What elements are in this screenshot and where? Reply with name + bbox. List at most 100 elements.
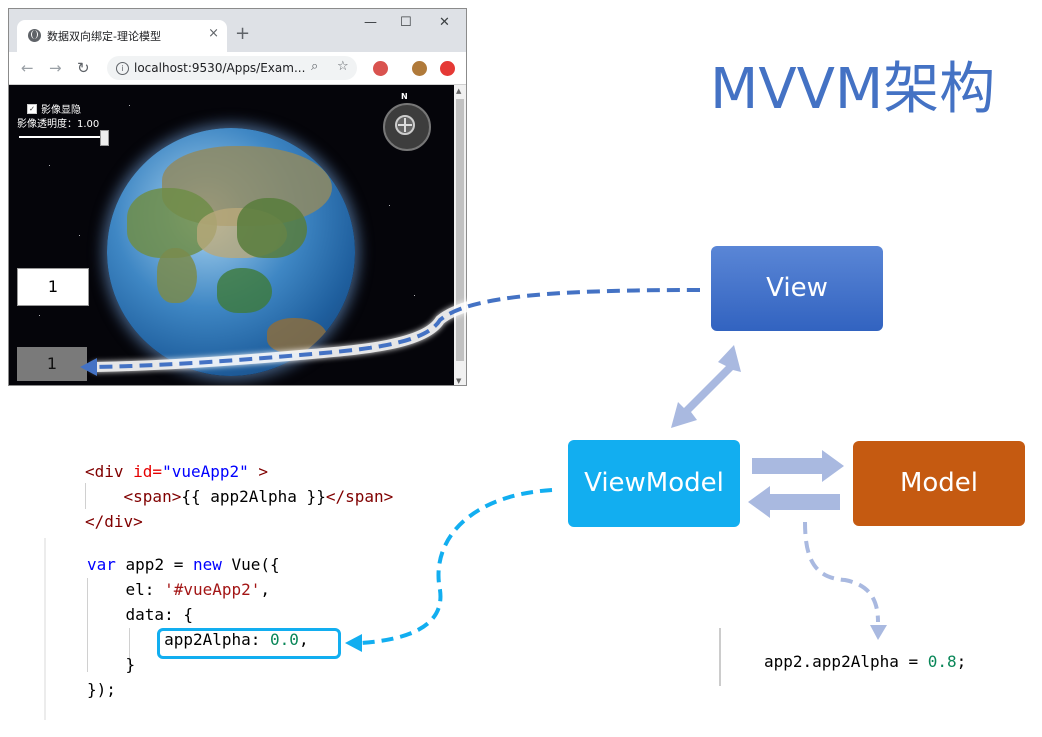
code-token: 0.0	[270, 630, 299, 649]
alpha-input[interactable]: 1	[17, 268, 89, 306]
back-arrow-icon[interactable]: ←	[21, 59, 34, 77]
viewmodel-node: ViewModel	[568, 440, 740, 527]
continent	[217, 268, 272, 313]
diagram-title: MVVM架构	[710, 57, 996, 122]
url-text: localhost:9530/Apps/Exam...	[134, 61, 306, 75]
code-token: ,	[260, 580, 271, 599]
continent	[157, 248, 197, 303]
bookmark-star-icon[interactable]: ☆	[337, 59, 349, 74]
code-token: </span>	[325, 487, 394, 506]
browser-tab[interactable]: 数据双向绑定-理论模型 ×	[17, 20, 227, 52]
model-to-viewmodel-arrow	[748, 486, 840, 518]
compass-north-label: N	[401, 92, 408, 101]
code-token: 0.8	[927, 652, 957, 671]
code-token: var	[87, 555, 116, 574]
close-window-button[interactable]: ✕	[439, 15, 450, 30]
indent-guide	[129, 628, 130, 672]
code-token: Vue({	[221, 555, 280, 574]
globe-icon	[28, 29, 41, 42]
html-code-block: <div id="vueApp2" > <span>{{ app2Alpha }…	[85, 459, 393, 534]
compass-center-icon[interactable]	[395, 115, 415, 135]
code-token: }	[125, 655, 136, 674]
model-node: Model	[853, 441, 1025, 526]
continent	[267, 318, 327, 353]
imagery-control-panel: ✓ 影像显隐 影像透明度：1.00	[17, 101, 109, 146]
code-token: ;	[956, 652, 967, 671]
browser-window: 数据双向绑定-理论模型 × + — ☐ ✕ ← → ↻ i localhost:…	[8, 8, 467, 386]
code-token: '#vueApp2'	[164, 580, 261, 599]
update-icon[interactable]	[440, 61, 455, 76]
view-viewmodel-double-arrow	[671, 345, 741, 428]
tab-title: 数据双向绑定-理论模型	[47, 30, 161, 43]
viewmodel-to-model-arrow	[752, 450, 844, 482]
compass-widget[interactable]: N	[381, 92, 431, 151]
code-line: <div id="vueApp2" >	[85, 462, 268, 481]
star	[39, 315, 40, 316]
maximize-button[interactable]: ☐	[400, 15, 412, 30]
code-line: <span>{{ app2Alpha }}</span>	[85, 487, 394, 506]
code-line: var app2 = new Vue({	[87, 555, 280, 574]
compass-ring[interactable]	[383, 103, 431, 151]
scroll-up-icon[interactable]: ▲	[456, 87, 462, 95]
scrollbar[interactable]: ▲ ▼	[454, 85, 466, 385]
minimize-button[interactable]: —	[364, 15, 377, 30]
earth-globe[interactable]	[107, 128, 355, 376]
address-bar[interactable]: i localhost:9530/Apps/Exam... ⌕ ☆	[107, 56, 357, 80]
code-token: new	[192, 555, 222, 574]
info-icon[interactable]: i	[116, 62, 129, 75]
star	[129, 105, 130, 106]
code-line: el: '#vueApp2',	[87, 580, 271, 599]
alpha-span-display: 1	[17, 347, 87, 381]
view-node: View	[711, 246, 883, 331]
checkbox-label: 影像显隐	[41, 105, 81, 116]
code-token: >	[248, 462, 269, 481]
opacity-slider[interactable]	[19, 130, 109, 146]
code-token: "vueApp2"	[162, 462, 249, 481]
code-line: }	[87, 655, 136, 674]
code-line: data: {	[87, 605, 193, 624]
js-code-block: var app2 = new Vue({ el: '#vueApp2', dat…	[87, 552, 309, 702]
avatar[interactable]	[412, 61, 427, 76]
code-token: <span>	[123, 487, 182, 506]
imagery-visibility-checkbox[interactable]: ✓ 影像显隐	[27, 101, 81, 116]
indent-guide	[85, 483, 86, 509]
tab-bar: 数据双向绑定-理论模型 × + — ☐ ✕	[9, 9, 466, 52]
viewmodel-to-code-arrowhead	[345, 634, 362, 652]
star	[79, 235, 80, 236]
toolbar: ← → ↻ i localhost:9530/Apps/Exam... ⌕ ☆	[9, 52, 466, 85]
extension-icon[interactable]	[373, 61, 388, 76]
code-token: {{ app2Alpha }}	[181, 487, 326, 506]
code-token: app2.app2Alpha =	[764, 652, 928, 671]
code-token: app2 =	[115, 555, 193, 574]
forward-arrow-icon[interactable]: →	[49, 59, 62, 77]
continent	[237, 198, 307, 258]
indent-guide	[87, 578, 88, 672]
highlight-box	[157, 628, 341, 659]
new-tab-button[interactable]: +	[235, 23, 251, 44]
code-token: el:	[125, 580, 165, 599]
star	[369, 345, 370, 346]
model-to-code-arrowhead	[870, 625, 887, 640]
reload-icon[interactable]: ↻	[77, 59, 90, 77]
code-line: app2Alpha: 0.0,	[87, 630, 309, 649]
code-token: data: {	[125, 605, 193, 624]
opacity-value: 1.00	[77, 119, 100, 130]
tab-close-button[interactable]: ×	[208, 26, 219, 41]
slider-handle[interactable]	[100, 130, 109, 146]
scroll-down-icon[interactable]: ▼	[456, 377, 462, 385]
star	[49, 165, 50, 166]
code-line: </div>	[85, 512, 143, 531]
star	[414, 295, 415, 296]
cesium-viewer[interactable]: ✓ 影像显隐 影像透明度：1.00 N 1 1	[9, 85, 454, 385]
zoom-icon[interactable]: ⌕	[311, 59, 319, 74]
scroll-thumb[interactable]	[456, 99, 464, 361]
checkbox-icon[interactable]: ✓	[27, 103, 37, 114]
code-token: app2Alpha:	[164, 630, 271, 649]
model-to-code-arrow	[803, 521, 880, 623]
code-token: <div	[85, 462, 124, 481]
opacity-label-row: 影像透明度：1.00	[17, 115, 99, 130]
code-token: ,	[298, 630, 309, 649]
model-code-line: app2.app2Alpha = 0.8;	[764, 649, 966, 674]
code-token: id=	[123, 462, 163, 481]
star	[389, 205, 390, 206]
